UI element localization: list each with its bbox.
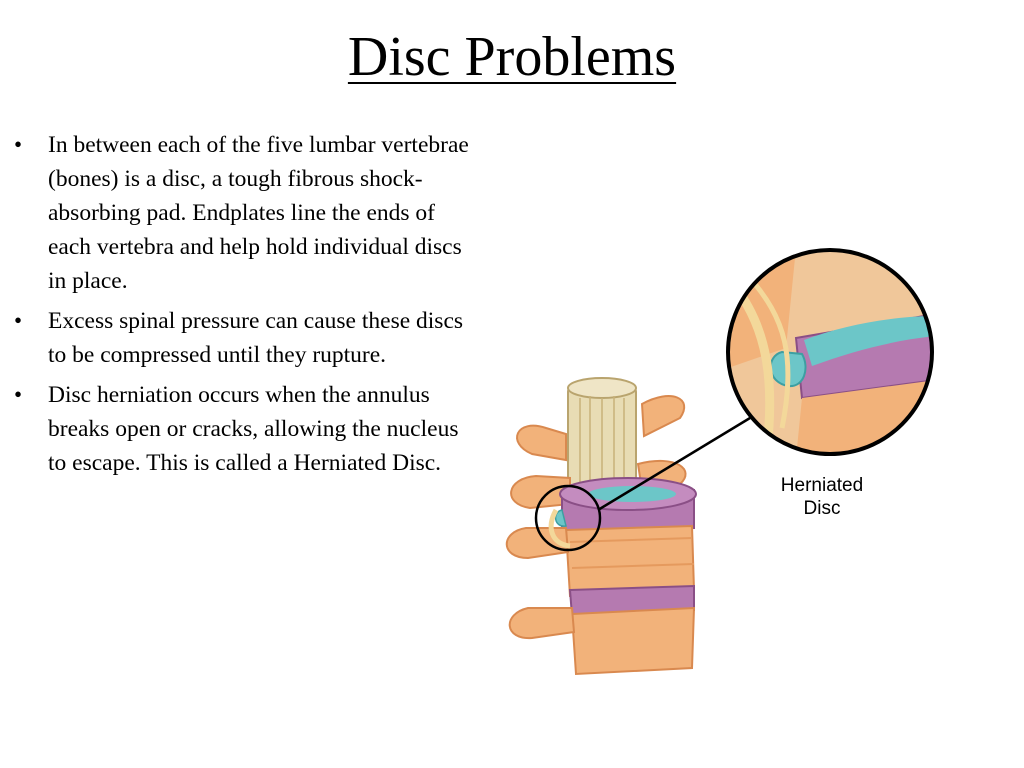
- zoom-inset-border: [726, 248, 934, 456]
- bullet-list: • In between each of the five lumbar vert…: [10, 128, 480, 486]
- bullet-item: • In between each of the five lumbar vert…: [10, 128, 480, 298]
- bullet-marker: •: [14, 382, 23, 407]
- bullet-item: • Excess spinal pressure can cause these …: [10, 304, 480, 372]
- highlight-circle: [534, 484, 602, 552]
- bullet-text: In between each of the five lumbar verte…: [48, 132, 469, 294]
- zoom-pointer-line: [597, 416, 751, 512]
- figure-label-line1: Herniated: [780, 475, 864, 496]
- bullet-marker: •: [14, 132, 23, 157]
- nerve-root: [548, 508, 571, 549]
- bullet-text: Excess spinal pressure can cause these d…: [48, 308, 464, 368]
- figure-label: Herniated Disc: [738, 474, 906, 520]
- spinal-cord: [567, 377, 637, 497]
- figure-label-line2: Disc: [803, 498, 841, 519]
- bullet-marker: •: [14, 308, 23, 333]
- vertebral-body: [505, 524, 696, 598]
- slide-title-text: Disc Problems: [347, 26, 677, 88]
- herniated-disc: [554, 477, 697, 534]
- bullet-item: • Disc herniation occurs when the annulus…: [10, 378, 480, 480]
- bullet-text: Disc herniation occurs when the annulus …: [48, 382, 459, 476]
- slide-title: Disc Problems: [0, 22, 1024, 92]
- herniated-disc-illustration: [505, 248, 934, 676]
- lower-vertebra: [508, 606, 696, 676]
